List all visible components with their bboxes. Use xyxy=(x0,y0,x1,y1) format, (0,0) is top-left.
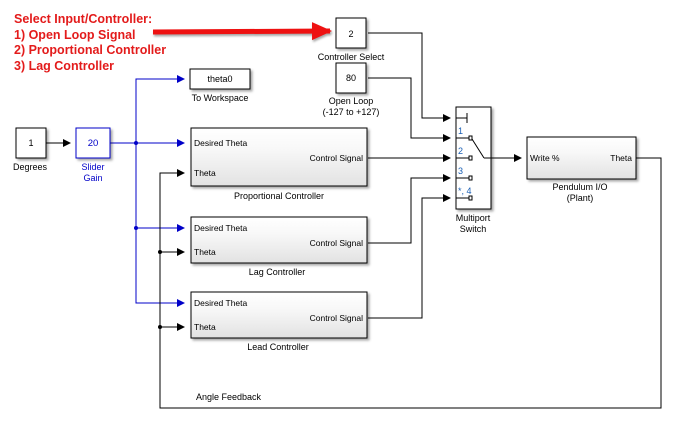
controller-select-block[interactable]: 2 Controller Select xyxy=(318,17,385,62)
annotation-title: Select Input/Controller: xyxy=(14,12,153,26)
signal-open-loop[interactable] xyxy=(368,77,451,142)
multiport-switch-block[interactable]: 1 2 3 *, 4 Multiport Switch xyxy=(455,106,492,234)
lead-in-desired-theta: Desired Theta xyxy=(194,298,248,308)
slider-gain-value: 20 xyxy=(88,138,99,149)
degrees-value: 1 xyxy=(28,138,33,148)
lead-out-control-signal: Control Signal xyxy=(310,313,364,323)
plant-in-write-percent: Write % xyxy=(530,153,560,163)
proportional-in-desired-theta: Desired Theta xyxy=(194,138,248,148)
angle-feedback-label: Angle Feedback xyxy=(196,392,262,402)
desired-theta-signals xyxy=(110,75,185,307)
switch-port-stubs xyxy=(456,135,473,201)
proportional-in-theta: Theta xyxy=(194,168,216,178)
branch-point xyxy=(134,226,138,230)
lag-controller-label: Lag Controller xyxy=(249,267,306,277)
annotation-option-3: 3) Lag Controller xyxy=(14,58,115,73)
annotation-option-2: 2) Proportional Controller xyxy=(14,43,167,57)
to-workspace-value: theta0 xyxy=(207,74,232,84)
lead-in-theta: Theta xyxy=(194,322,216,332)
to-workspace-label: To Workspace xyxy=(192,93,249,103)
pendulum-plant-block[interactable]: Write % Theta Pendulum I/O (Plant) xyxy=(526,136,637,203)
annotation-arrow xyxy=(152,22,332,41)
slider-gain-block[interactable]: 20 Slider Gain xyxy=(75,127,111,183)
controller-selection-annotation: Select Input/Controller: 1) Open Loop Si… xyxy=(14,12,166,74)
branch-point xyxy=(158,325,162,329)
proportional-controller-label: Proportional Controller xyxy=(234,191,324,201)
degrees-label: Degrees xyxy=(13,162,48,172)
signal-desired-theta-lead[interactable] xyxy=(135,228,185,307)
lag-in-theta: Theta xyxy=(194,247,216,257)
to-workspace-block[interactable]: theta0 To Workspace xyxy=(189,68,251,103)
signal-lead-out[interactable] xyxy=(368,194,451,319)
switch-port-4: *, 4 xyxy=(458,186,472,196)
signal-controller-select[interactable] xyxy=(368,32,451,122)
black-signals xyxy=(46,32,662,409)
controller-select-label: Controller Select xyxy=(318,52,385,62)
switch-port-1: 1 xyxy=(458,126,463,136)
signal-to-workspace[interactable] xyxy=(135,75,185,143)
signal-lag-out[interactable] xyxy=(368,174,451,244)
degrees-block[interactable]: 1 Degrees xyxy=(13,127,48,172)
open-loop-label-2: (-127 to +127) xyxy=(323,107,380,117)
branch-point xyxy=(134,141,138,145)
pendulum-label-2: (Plant) xyxy=(567,193,594,203)
open-loop-label-1: Open Loop xyxy=(329,96,374,106)
multiport-switch-label-1: Multiport xyxy=(456,213,491,223)
switch-port-2: 2 xyxy=(458,146,463,156)
lead-controller-block[interactable]: Desired Theta Control Signal Theta Lead … xyxy=(190,291,368,352)
multiport-switch-label-2: Switch xyxy=(460,224,487,234)
signal-angle-feedback[interactable] xyxy=(159,157,662,409)
open-loop-block[interactable]: 80 Open Loop (-127 to +127) xyxy=(323,62,380,117)
lag-controller-block[interactable]: Desired Theta Control Signal Theta Lag C… xyxy=(190,216,368,277)
open-loop-value: 80 xyxy=(346,73,356,83)
controller-select-value: 2 xyxy=(348,29,353,39)
switch-lever xyxy=(471,138,485,159)
annotation-option-1: 1) Open Loop Signal xyxy=(14,27,136,42)
lead-controller-label: Lead Controller xyxy=(247,342,309,352)
proportional-controller-block[interactable]: Desired Theta Control Signal Theta Propo… xyxy=(190,127,368,201)
lag-out-control-signal: Control Signal xyxy=(310,238,364,248)
branch-point xyxy=(158,250,162,254)
proportional-out-control-signal: Control Signal xyxy=(310,153,364,163)
switch-port-3: 3 xyxy=(458,166,463,176)
plant-out-theta: Theta xyxy=(610,153,632,163)
lag-in-desired-theta: Desired Theta xyxy=(194,223,248,233)
slider-gain-label-1: Slider xyxy=(81,162,104,172)
pendulum-label-1: Pendulum I/O xyxy=(552,182,607,192)
slider-gain-label-2: Gain xyxy=(83,173,102,183)
